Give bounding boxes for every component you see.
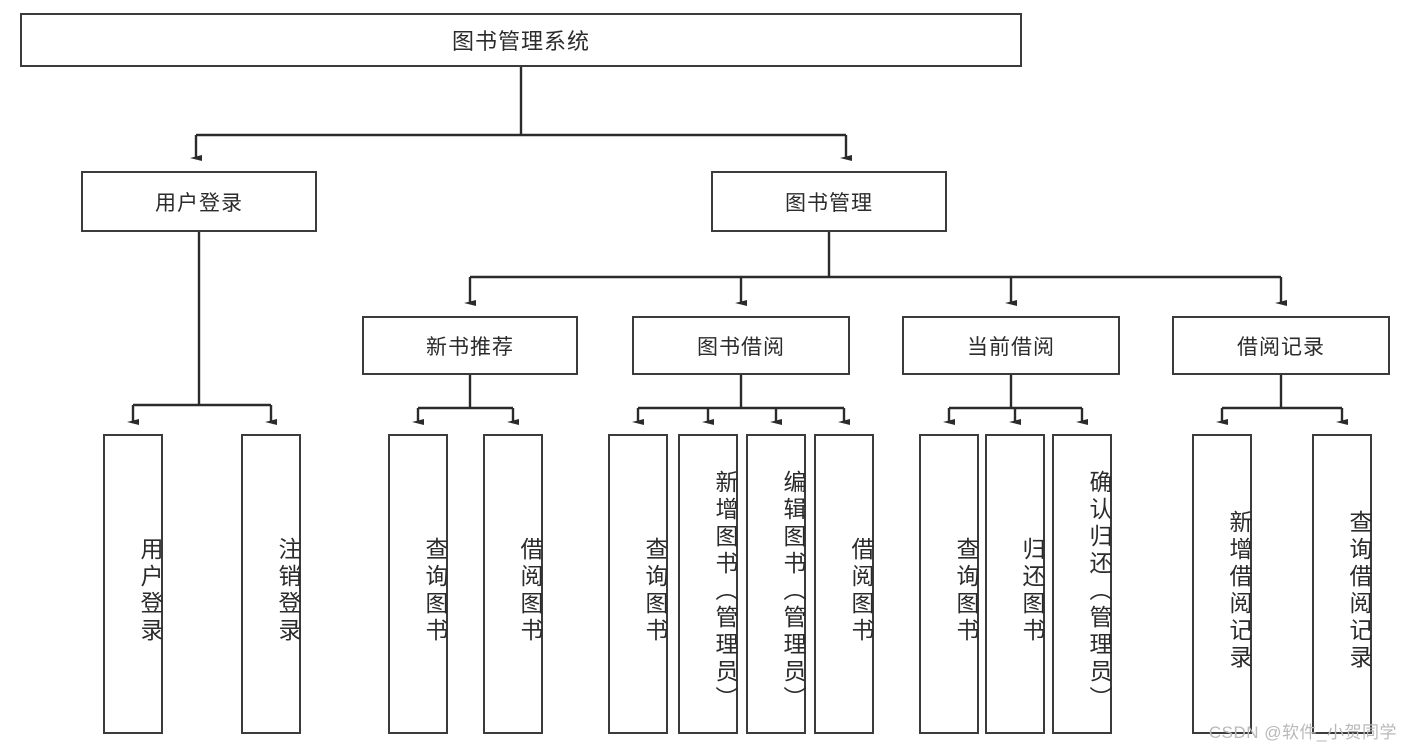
leaf-borrow-record-add[interactable]: 新增借阅记录 — [1192, 434, 1252, 734]
leaf-book-borrow-add[interactable]: 新增图书（管理员） — [678, 434, 738, 734]
watermark-text: CSDN @软件_小贺同学 — [1208, 723, 1397, 742]
node-book-borrow[interactable]: 图书借阅 — [632, 316, 850, 375]
leaf-book-borrow-edit[interactable]: 编辑图书（管理员） — [746, 434, 806, 734]
leaf-current-borrow-return[interactable]: 归还图书 — [985, 434, 1045, 734]
leaf-current-borrow-confirm-return[interactable]: 确认归还（管理员） — [1052, 434, 1112, 734]
leaf-user-login-login[interactable]: 用户登录 — [103, 434, 163, 734]
leaf-book-borrow-borrow[interactable]: 借阅图书 — [814, 434, 874, 734]
node-root-system[interactable]: 图书管理系统 — [20, 13, 1022, 67]
leaf-current-borrow-query[interactable]: 查询图书 — [919, 434, 979, 734]
leaf-book-borrow-query[interactable]: 查询图书 — [608, 434, 668, 734]
node-user-login[interactable]: 用户登录 — [81, 171, 317, 232]
node-book-management[interactable]: 图书管理 — [711, 171, 947, 232]
leaf-user-login-logout[interactable]: 注销登录 — [241, 434, 301, 734]
leaf-borrow-record-query[interactable]: 查询借阅记录 — [1312, 434, 1372, 734]
leaf-new-book-query[interactable]: 查询图书 — [388, 434, 448, 734]
leaf-new-book-borrow[interactable]: 借阅图书 — [483, 434, 543, 734]
node-current-borrow[interactable]: 当前借阅 — [902, 316, 1120, 375]
node-new-book-recommend[interactable]: 新书推荐 — [362, 316, 578, 375]
node-borrow-record[interactable]: 借阅记录 — [1172, 316, 1390, 375]
